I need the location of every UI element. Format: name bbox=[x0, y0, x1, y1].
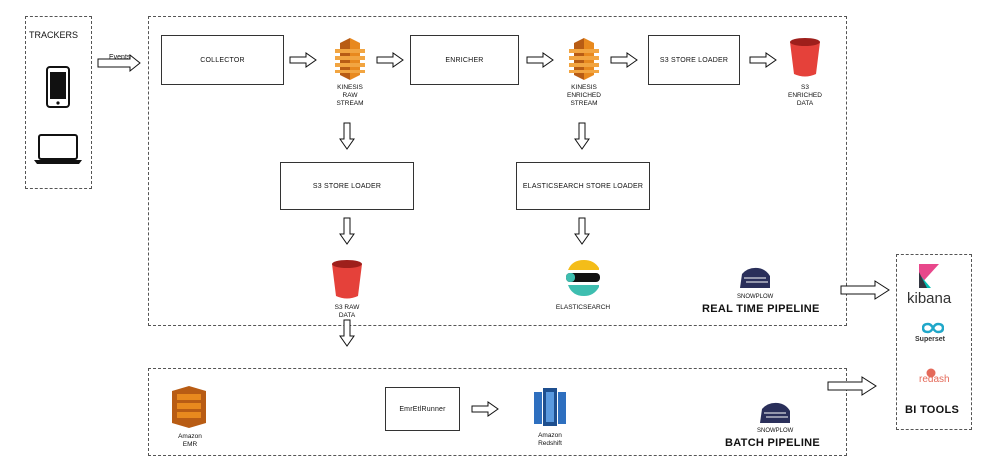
arrow-runner-redshift bbox=[471, 401, 499, 417]
kibana-logo-icon bbox=[919, 264, 939, 288]
s3-enriched-bucket-icon bbox=[790, 38, 820, 77]
elasticsearch-label: ELASTICSEARCH bbox=[555, 304, 611, 311]
arrow-batch-bi bbox=[827, 376, 877, 396]
arrow-kinesis-raw-down bbox=[339, 122, 355, 150]
arrow-esloader-down bbox=[574, 217, 590, 245]
kinesis-enriched-stream-icon bbox=[569, 38, 599, 80]
elasticsearch-icon bbox=[566, 260, 600, 296]
arrow-kinesis-enriched-down bbox=[574, 122, 590, 150]
superset-logo-icon bbox=[922, 322, 944, 334]
collector-box: COLLECTOR bbox=[161, 35, 284, 85]
snowplow-label-batch: SNOWPLOW bbox=[757, 428, 794, 434]
events-arrow bbox=[97, 53, 141, 73]
kinesis-raw-stream-label: KINESIS RAW STREAM bbox=[336, 84, 364, 107]
s3-raw-data-label: S3 RAW DATA bbox=[334, 304, 360, 319]
s3-store-loader-mid-box: S3 STORE LOADER bbox=[280, 162, 414, 210]
redash-logo-icon bbox=[926, 368, 936, 378]
kibana-label: kibana bbox=[907, 290, 952, 307]
events-label: Events bbox=[109, 54, 131, 61]
arrow-s3loader-down bbox=[339, 217, 355, 245]
realtime-pipeline-title: REAL TIME PIPELINE bbox=[702, 303, 820, 315]
arrow-kinesis-s3loader bbox=[610, 52, 638, 68]
amazon-redshift-icon bbox=[534, 388, 566, 426]
bi-tools-panel bbox=[896, 254, 972, 430]
arrow-s3loader-bucket bbox=[749, 52, 777, 68]
realtime-pipeline-panel bbox=[148, 16, 847, 326]
s3-raw-bucket-icon bbox=[332, 260, 362, 299]
superset-label: Superset bbox=[915, 336, 945, 343]
snowplow-logo-batch-icon bbox=[760, 402, 790, 423]
emretlrunner-box: EmrEtlRunner bbox=[385, 387, 460, 431]
trackers-title: TRACKERS bbox=[29, 30, 79, 40]
redash-label: redash bbox=[919, 374, 950, 385]
phone-icon bbox=[46, 66, 70, 108]
bi-tools-title: BI TOOLS bbox=[905, 404, 960, 416]
batch-pipeline-title: BATCH PIPELINE bbox=[725, 437, 821, 449]
snowplow-label-realtime: SNOWPLOW bbox=[737, 294, 774, 300]
arrow-collector-kinesis bbox=[289, 52, 317, 68]
amazon-emr-icon bbox=[172, 386, 206, 428]
amazon-redshift-label: Amazon Redshift bbox=[538, 432, 562, 447]
trackers-panel bbox=[25, 16, 92, 189]
kinesis-enriched-stream-label: KINESIS ENRICHED STREAM bbox=[567, 84, 601, 107]
arrow-enricher-kinesis bbox=[526, 52, 554, 68]
s3-store-loader-top-box: S3 STORE LOADER bbox=[648, 35, 740, 85]
arrow-realtime-bi bbox=[840, 280, 890, 300]
batch-pipeline-panel bbox=[148, 368, 847, 456]
laptop-icon bbox=[34, 134, 82, 164]
elasticsearch-store-loader-box: ELASTICSEARCH STORE LOADER bbox=[516, 162, 650, 210]
kinesis-raw-stream-icon bbox=[335, 38, 365, 80]
arrow-kinesis-enricher bbox=[376, 52, 404, 68]
snowplow-logo-icon bbox=[740, 267, 770, 288]
arrow-s3raw-batch bbox=[339, 319, 355, 347]
s3-enriched-data-label: S3 ENRICHED DATA bbox=[788, 84, 822, 107]
enricher-box: ENRICHER bbox=[410, 35, 519, 85]
amazon-emr-label: Amazon EMR bbox=[178, 433, 202, 448]
